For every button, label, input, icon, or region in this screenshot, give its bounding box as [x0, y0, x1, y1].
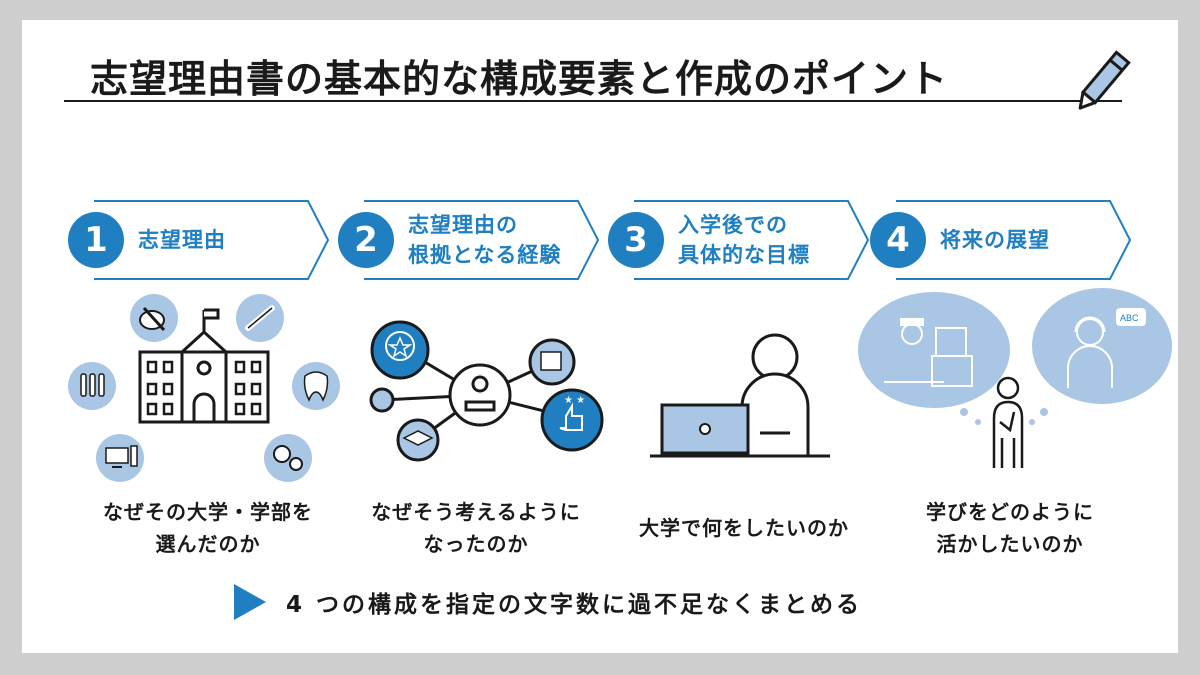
page-title: 志望理由書の基本的な構成要素と作成のポイント — [90, 57, 949, 101]
future-vision-illustration: ABC — [858, 288, 1172, 468]
caption-1: なぜその大学・学部を 選んだのか — [103, 500, 313, 556]
step-number: 3 — [608, 212, 664, 268]
title-underline — [64, 100, 1122, 102]
step-label: 志望理由の 根拠となる経験 — [408, 213, 562, 267]
computer-icon — [96, 434, 144, 482]
step-arrow-shape — [94, 200, 330, 280]
tooth-icon — [292, 362, 340, 410]
network-node — [369, 387, 395, 413]
graduation-cap-icon — [396, 418, 440, 462]
step-label: 将来の展望 — [940, 228, 1050, 252]
experience-network-illustration: ★ ★ — [369, 320, 604, 462]
step-arrow-shape — [634, 200, 870, 280]
caption-2: なぜそう考えるように なったのか — [371, 500, 581, 556]
step-number: 2 — [338, 212, 394, 268]
step-4: 4 将来の展望 — [870, 200, 1132, 280]
step-number: 4 — [870, 212, 926, 268]
step-3: 3 入学後での 具体的な目標 — [608, 200, 870, 280]
play-triangle-icon — [234, 584, 266, 620]
summary-text: 4 つの構成を指定の文字数に過不足なくまとめる — [286, 592, 863, 618]
laptop-user-icon — [650, 333, 830, 458]
caption-4: 学びをどのように 活かしたいのか — [926, 500, 1094, 556]
gears-icon — [264, 434, 312, 482]
step-1: 1 志望理由 — [68, 200, 330, 280]
summary-note: 4 つの構成を指定の文字数に過不足なくまとめる — [232, 580, 862, 624]
bubble-text: ABC — [1120, 313, 1139, 323]
award-badge-icon — [370, 320, 430, 380]
step-arrow-shape — [896, 200, 1132, 280]
step-2: 2 志望理由の 根拠となる経験 — [338, 200, 600, 280]
calendar-icon — [528, 338, 576, 386]
thumbs-up-icon: ★ ★ — [540, 388, 604, 452]
step-label: 志望理由 — [138, 228, 226, 252]
interpreter-icon: ABC — [1032, 288, 1172, 404]
pencil-icon — [1078, 50, 1131, 110]
palette-icon — [130, 294, 178, 342]
caption-3: 大学で何をしたいのか — [639, 516, 849, 540]
brush-icon — [236, 294, 284, 342]
svg-text:★ ★: ★ ★ — [564, 395, 585, 406]
step-number: 1 — [68, 212, 124, 268]
step-arrow-shape — [364, 200, 600, 280]
thinking-person-icon — [992, 376, 1024, 468]
test-tubes-icon — [68, 362, 116, 410]
school-illustration — [68, 294, 340, 482]
step-label: 入学後での 具体的な目標 — [678, 213, 810, 267]
cashier-icon — [858, 292, 1010, 408]
school-building-icon — [138, 308, 270, 424]
person-icon — [448, 363, 512, 427]
